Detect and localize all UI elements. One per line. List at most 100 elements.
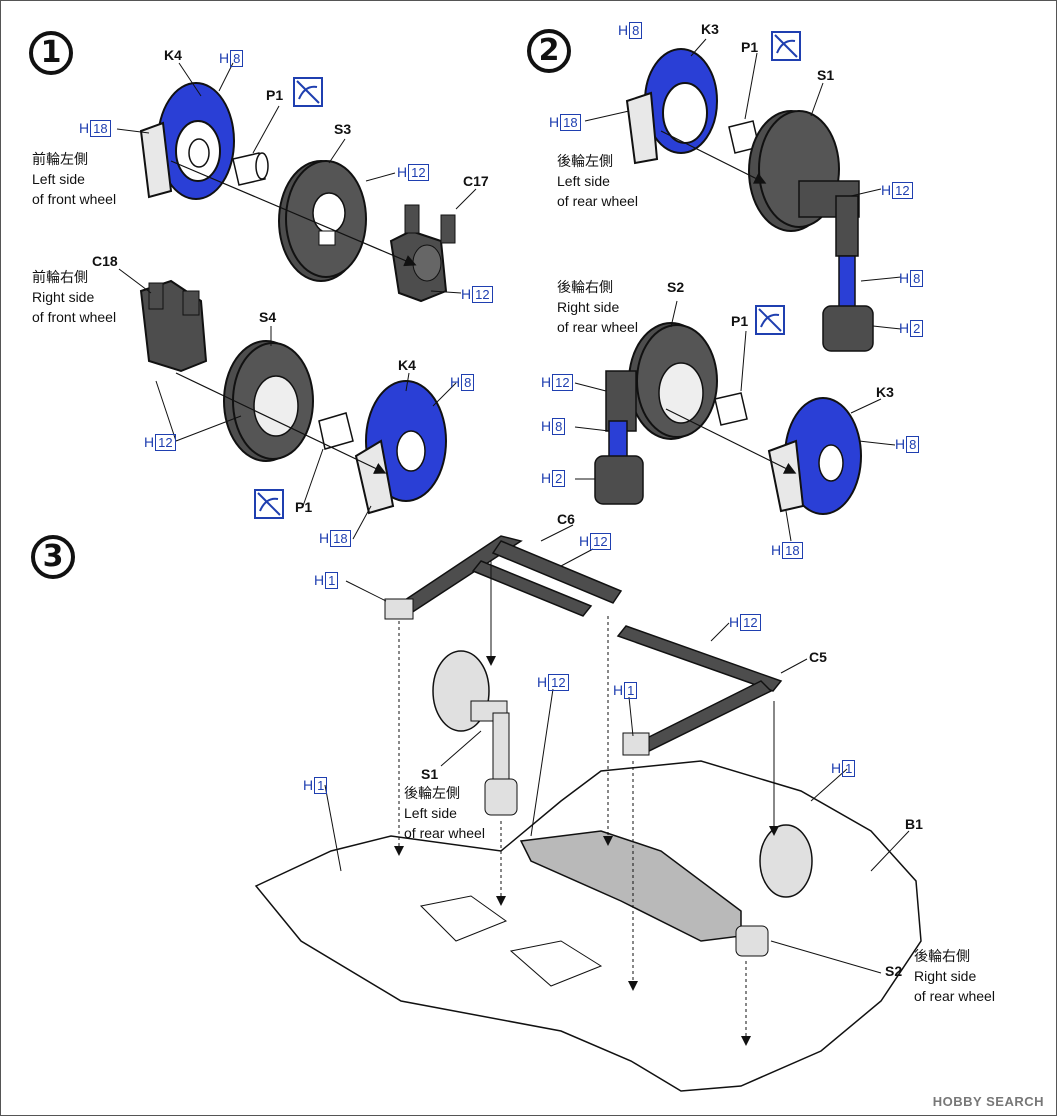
leader-lines: [116, 38, 910, 974]
label-front-right: 前輪右側 Right side of front wheel: [32, 267, 116, 327]
step1-S4-wheel: [223, 340, 314, 462]
hcode-letter: H: [771, 542, 782, 558]
hcode-letter: H: [899, 270, 910, 286]
hcode-letter: H: [541, 374, 552, 390]
label-front-left-jp: 前輪左側: [32, 151, 88, 167]
hcode-letter: H: [895, 436, 906, 452]
hcode-number: 8: [906, 436, 920, 453]
label-front-left: 前輪左側 Left side of front wheel: [32, 149, 116, 209]
hcode-number: 18: [782, 542, 803, 559]
hcode-letter: H: [899, 320, 910, 336]
step1-S3-wheel: [278, 160, 367, 282]
step3-guide-lines: [394, 561, 779, 1046]
no-paint-icon: [254, 489, 284, 519]
label-rear-right-en1: Right side: [557, 299, 620, 315]
label-rear-left-step3-jp: 後輪左側: [404, 785, 460, 801]
hcode-letter: H: [618, 22, 629, 38]
part-S1-step2: S1: [817, 67, 835, 83]
label-front-right-en1: Right side: [32, 289, 95, 305]
part-P1-2b: P1: [731, 313, 749, 329]
step1-P1-spacer-top: [232, 152, 269, 186]
hcode-letter: H: [613, 682, 624, 698]
hcode-number: 12: [548, 674, 569, 691]
no-paint-icon: [293, 77, 323, 107]
step-number-1: 1: [29, 31, 73, 75]
hcode-letter: H: [461, 286, 472, 302]
hcode-number: 8: [552, 418, 566, 435]
hcode-number: 1: [842, 760, 856, 777]
hcode-letter: H: [541, 418, 552, 434]
hcode-letter: H: [450, 374, 461, 390]
hcode-letter: H: [537, 674, 548, 690]
hcode-letter: H: [303, 777, 314, 793]
label-front-right-en2: of front wheel: [32, 309, 117, 325]
hcode-letter: H: [549, 114, 560, 130]
part-P1-1b: P1: [295, 499, 313, 515]
label-rear-right-step3: 後輪右側 Right side of rear wheel: [914, 946, 995, 1006]
no-paint-icon: [771, 31, 801, 61]
part-K4-bottom: K4: [398, 357, 416, 373]
no-paint-icon: [755, 305, 785, 335]
hcode-number: 18: [560, 114, 581, 131]
part-K3-bottom: K3: [876, 384, 894, 400]
hcode-number: 1: [325, 572, 339, 589]
part-S2-step2: S2: [667, 279, 685, 295]
hcode-letter: H: [397, 164, 408, 180]
part-C17: C17: [463, 173, 489, 189]
hcode-number: 2: [910, 320, 924, 337]
label-rear-right-step3-en2: of rear wheel: [914, 988, 995, 1004]
part-S4: S4: [259, 309, 277, 325]
label-rear-left-step2: 後輪左側 Left side of rear wheel: [557, 151, 638, 211]
part-C18: C18: [92, 253, 118, 269]
hcode-letter: H: [219, 50, 230, 66]
step-number-3: 3: [31, 535, 75, 579]
step-number-2: 2: [527, 29, 571, 73]
step2-P1-spacer-bottom: [714, 392, 748, 426]
hcode-letter: H: [144, 434, 155, 450]
label-rear-left-step3: 後輪左側 Left side of rear wheel: [404, 783, 485, 843]
part-P1-1a: P1: [266, 87, 284, 103]
label-rear-right-en2: of rear wheel: [557, 319, 638, 335]
label-rear-right-step3-en1: Right side: [914, 968, 977, 984]
hcode-number: 2: [552, 470, 566, 487]
step1-front-left-disc: [139, 82, 235, 200]
hcode-number: 1: [624, 682, 638, 699]
part-B1: B1: [905, 816, 923, 832]
hcode-number: 8: [629, 22, 643, 39]
hcode-number: 12: [740, 614, 761, 631]
hcode-number: 8: [910, 270, 924, 287]
label-rear-left-jp: 後輪左側: [557, 153, 613, 169]
hcode-number: 12: [552, 374, 573, 391]
part-S2-step3: S2: [885, 963, 903, 979]
part-P1-2a: P1: [741, 39, 759, 55]
hcode-letter: H: [314, 572, 325, 588]
hcode-number: 12: [892, 182, 913, 199]
step2-rear-left-disc: [625, 48, 718, 165]
hcode-letter: H: [831, 760, 842, 776]
label-rear-left-step3-en2: of rear wheel: [404, 825, 485, 841]
hcode-letter: H: [79, 120, 90, 136]
part-S3: S3: [334, 121, 352, 137]
hcode-number: 8: [461, 374, 475, 391]
part-K3-top: K3: [701, 21, 719, 37]
label-front-left-en2: of front wheel: [32, 191, 117, 207]
hcode-letter: H: [319, 530, 330, 546]
step1-front-right-disc: [354, 380, 447, 515]
part-K4-top: K4: [164, 47, 182, 63]
step3-C5-frame: [616, 625, 783, 756]
label-rear-right-jp: 後輪右側: [557, 279, 613, 295]
